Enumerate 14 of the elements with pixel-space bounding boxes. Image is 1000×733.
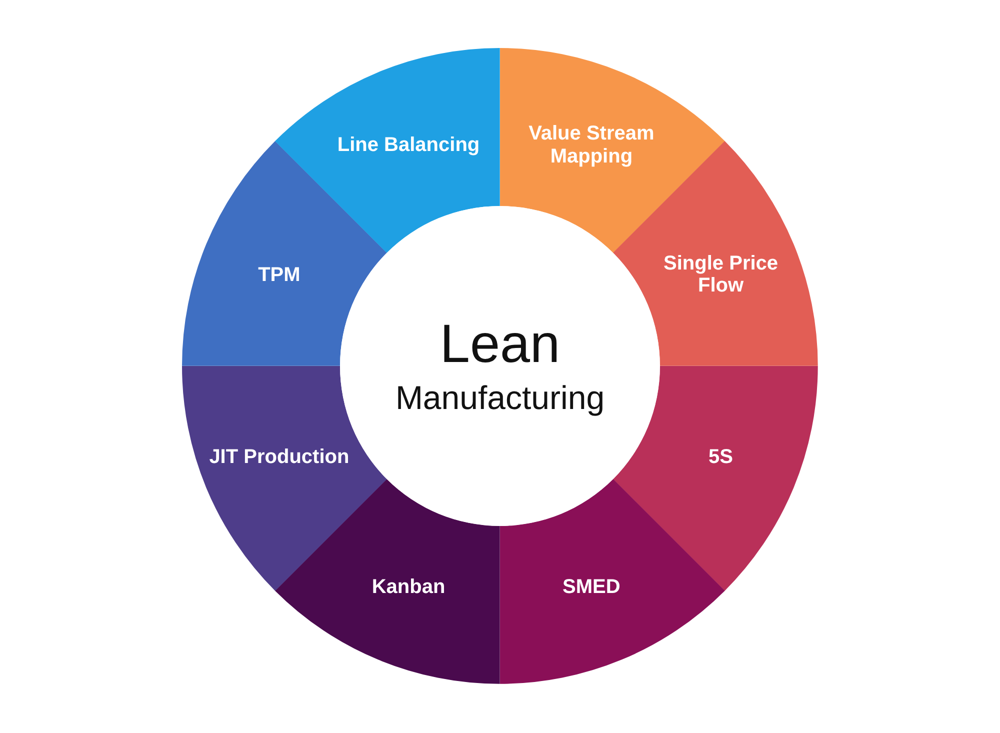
donut-segment [275, 479, 500, 684]
segment-label: TPM [257, 263, 302, 286]
center-subtitle: Manufacturing [395, 378, 605, 418]
segment-label: JIT Production [208, 446, 350, 469]
segment-label: SMED [562, 576, 622, 598]
segment-label: Single Price Flow [662, 252, 780, 297]
donut-segment [275, 48, 500, 253]
center-title: Lean [440, 314, 560, 374]
donut-segment [500, 479, 725, 684]
segment-label: Value Stream Mapping [528, 122, 656, 168]
donut-segment [500, 48, 725, 253]
segment-label: Kanban [370, 576, 446, 598]
segment-label: 5S [708, 446, 734, 469]
segment-label: Line Balancing [336, 134, 481, 156]
